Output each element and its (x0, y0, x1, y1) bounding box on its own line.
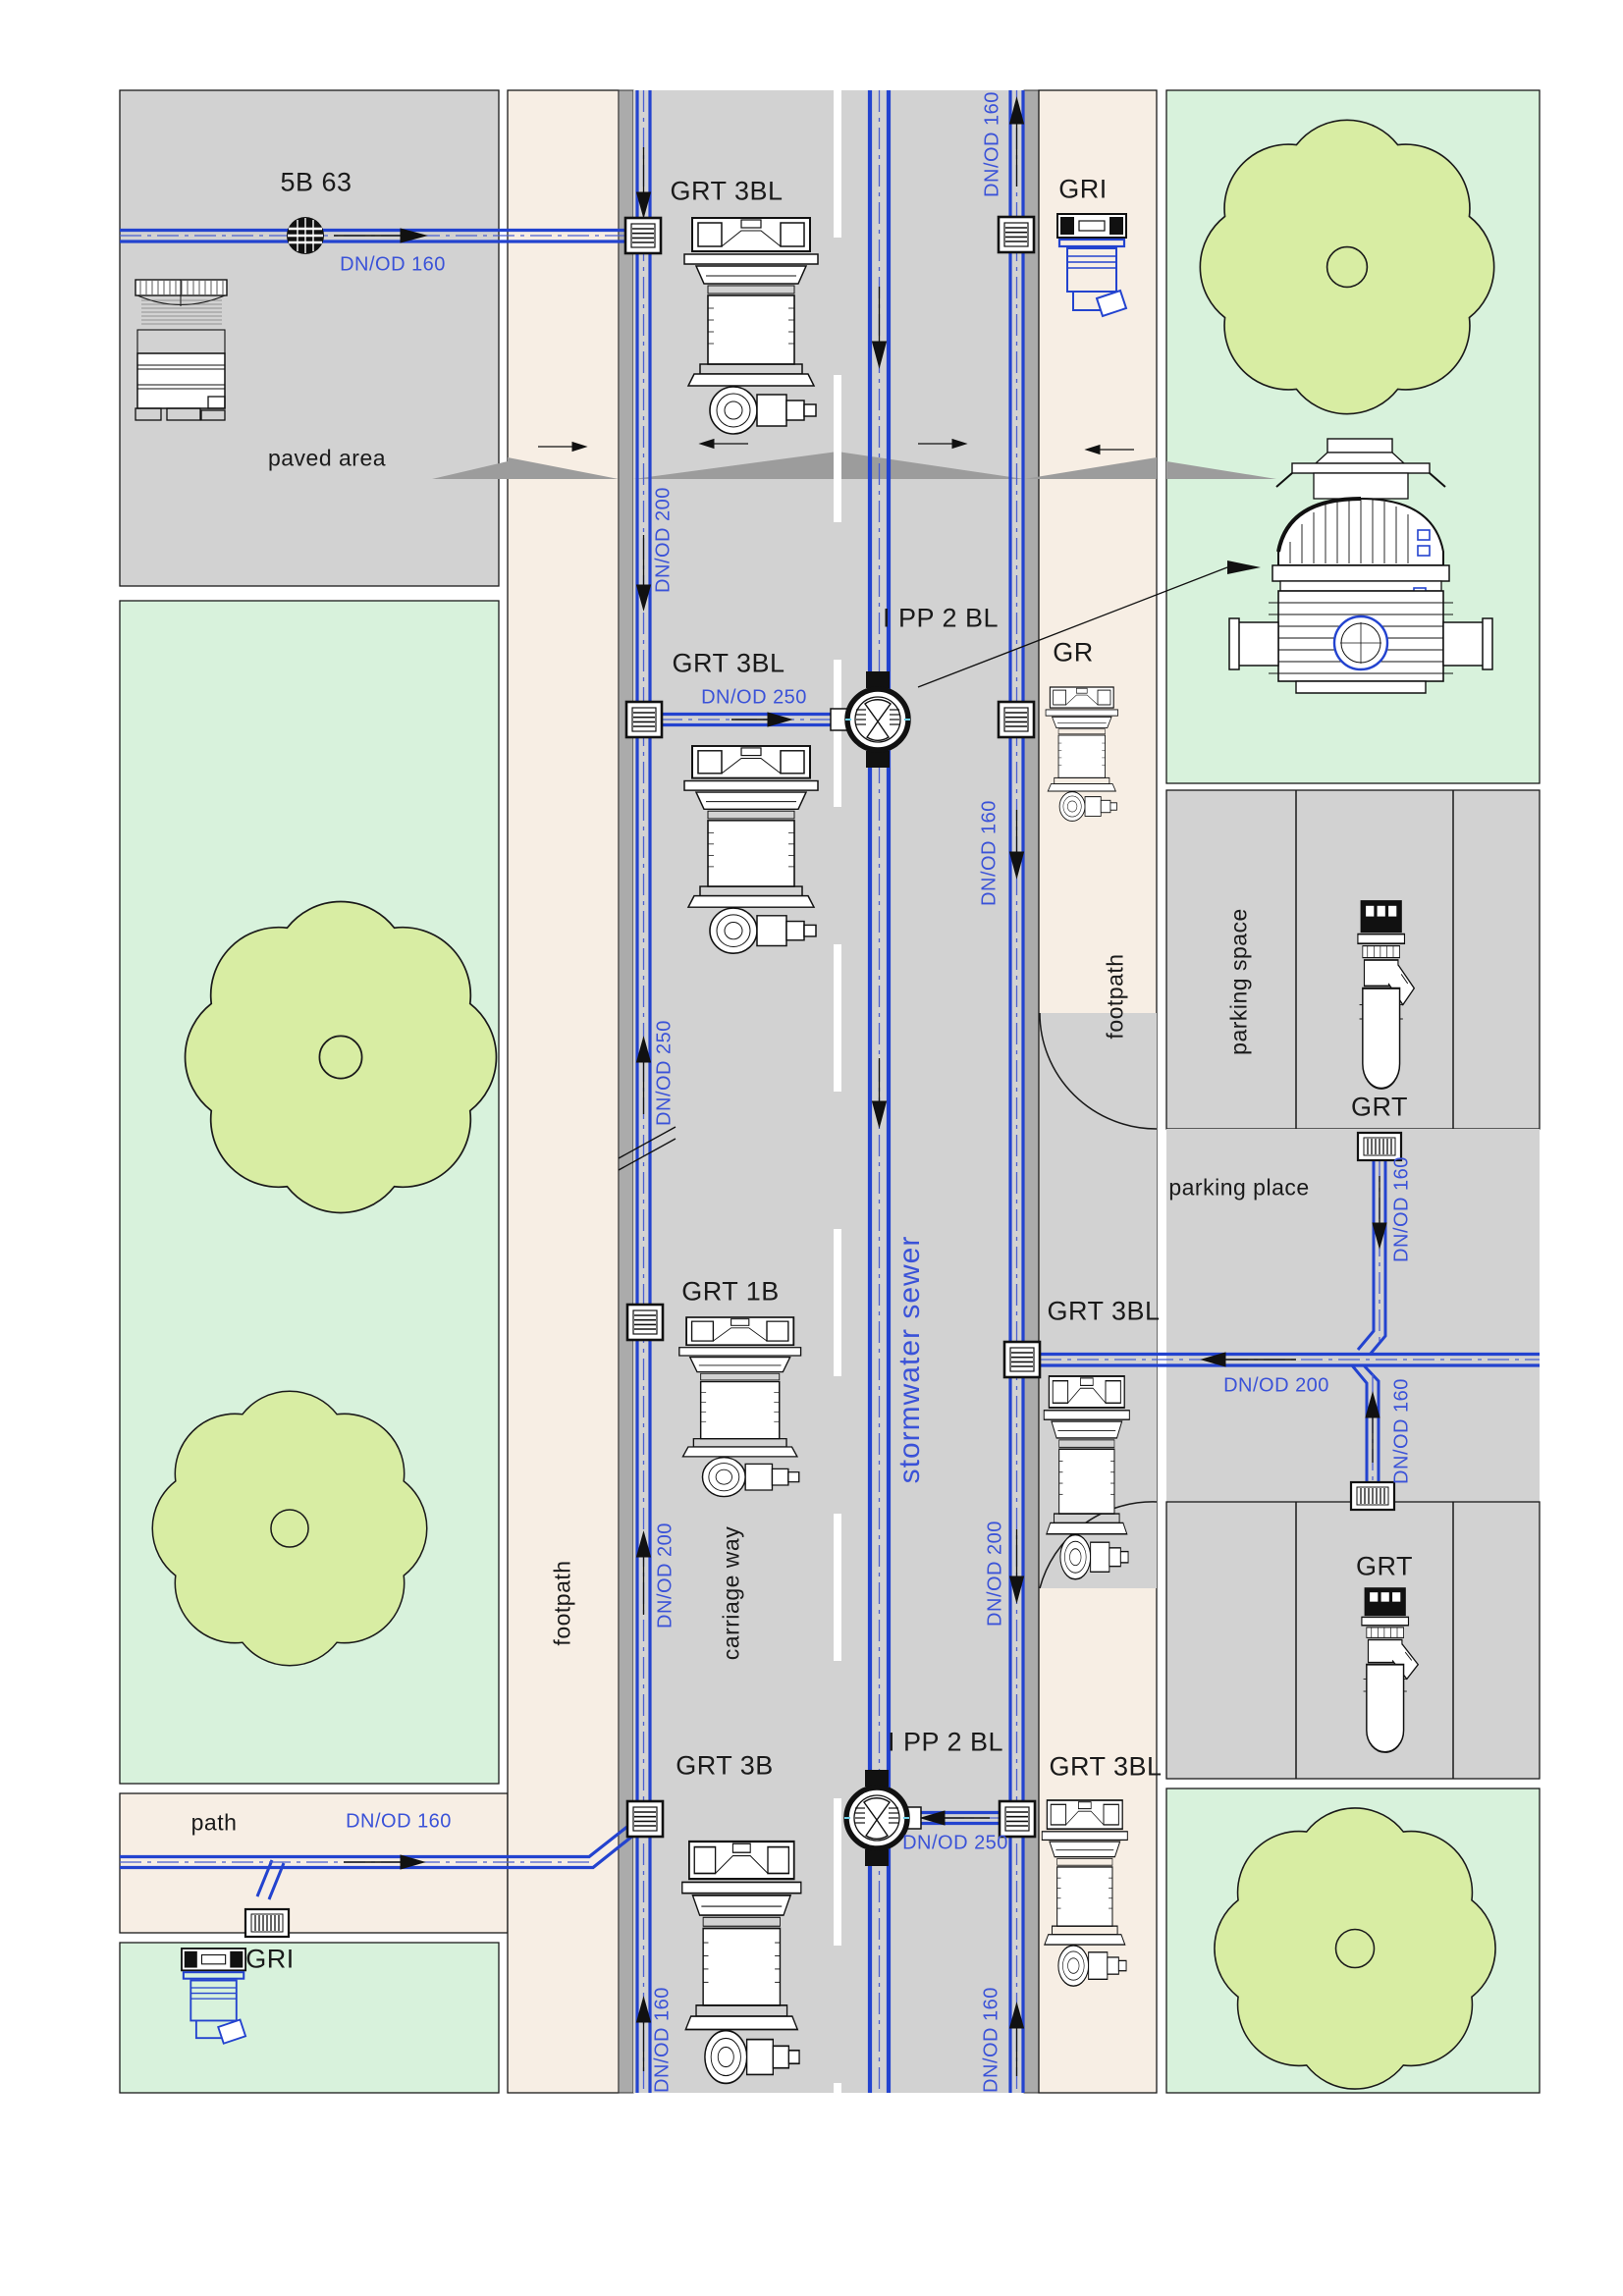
label-grt3bl-bottom-right: GRT 3BL (1049, 1751, 1163, 1782)
pipe-label-right-lower: DN/OD 200 (984, 1521, 1006, 1627)
pipe-label-mid-connector: DN/OD 250 (701, 686, 807, 709)
label-parking-place: parking place (1168, 1174, 1310, 1201)
grate-road-mid-left (624, 700, 664, 739)
label-grt1b: GRT 1B (681, 1276, 780, 1307)
label-footpath-right: footpath (1102, 953, 1128, 1040)
flow-arrows (334, 96, 1387, 2076)
label-footpath-left: footpath (549, 1560, 575, 1646)
manhole-ipp2bl-top (830, 671, 910, 768)
label-grt3bl-top: GRT 3BL (670, 176, 784, 206)
label-ipp2bl-bottom: I PP 2 BL (887, 1727, 1004, 1757)
speed-bump (432, 452, 1276, 479)
label-grt3b: GRT 3B (676, 1750, 774, 1781)
grate-path-gri (243, 1907, 291, 1939)
pipes (120, 90, 1540, 2093)
pipe-label-left-mid: DN/OD 250 (653, 1020, 676, 1126)
chamber-detail-drawing (1228, 438, 1493, 694)
pipe-label-parking-lower: DN/OD 160 (1390, 1378, 1413, 1484)
pipe-break-symbol (618, 1126, 676, 1171)
tree-top-right (1199, 119, 1495, 415)
area-road (618, 89, 1040, 2094)
detail-leader-line (917, 561, 1261, 688)
grate-road-top-right (997, 215, 1036, 254)
tree-left-lower (151, 1390, 428, 1667)
grate-junction (1002, 1340, 1042, 1379)
label-gr: GR (1053, 637, 1094, 667)
soakaway-detail (135, 279, 228, 421)
label-carriage-way: carriage way (718, 1525, 744, 1661)
area-path-band (119, 1792, 509, 1934)
label-gri-bottom: GRI (245, 1944, 295, 1974)
label-grt3bl-mid: GRT 3BL (672, 648, 785, 678)
label-grt-parking-bottom: GRT (1355, 1551, 1414, 1581)
label-stormwater-sewer: stormwater sewer (893, 1235, 926, 1484)
label-ipp2bl-top: I PP 2 BL (882, 603, 1000, 633)
label-gri-top: GRI (1058, 174, 1108, 204)
area-footpath-left (507, 89, 620, 2094)
pipe-label-parking-upper: DN/OD 160 (1390, 1156, 1413, 1262)
pipe-label-right-mid: DN/OD 160 (978, 800, 1001, 906)
label-paved-area: paved area (267, 445, 387, 471)
label-parking-space: parking space (1225, 908, 1252, 1055)
pipe-label-left-upper: DN/OD 200 (652, 487, 675, 593)
grate-road-grt1b (625, 1303, 665, 1342)
manhole-ipp2bl-bottom (844, 1770, 922, 1866)
pipe-label-path-bottom: DN/OD 160 (346, 1810, 452, 1833)
grate-road-grt3b (625, 1799, 665, 1839)
traffic-arrows (538, 438, 1134, 455)
label-path: path (190, 1809, 238, 1836)
pipe-label-left-bottom: DN/OD 160 (651, 1987, 674, 2093)
tree-bottom-right (1214, 1807, 1496, 2090)
pipe-label-right-top: DN/OD 160 (981, 91, 1003, 197)
grate-road-mid-right (997, 700, 1036, 739)
area-parking-row-bottom (1165, 1501, 1541, 1780)
pipe-label-bottom-connector: DN/OD 250 (902, 1832, 1008, 1854)
pipe-label-parking-junction: DN/OD 200 (1223, 1374, 1329, 1397)
area-paved-area (119, 89, 500, 587)
label-5b63: 5B 63 (280, 167, 352, 197)
pipe-label-right-bottom: DN/OD 160 (980, 1987, 1002, 2093)
area-parking-row-top (1165, 789, 1541, 1130)
pipe-label-left-lower: DN/OD 200 (654, 1522, 676, 1629)
label-grt-parking-top: GRT (1350, 1092, 1409, 1122)
round-drain-5b63 (287, 217, 324, 254)
tree-left-upper (184, 900, 498, 1214)
label-grt3bl-right: GRT 3BL (1047, 1296, 1161, 1326)
pipe-label-top-path: DN/OD 160 (340, 253, 446, 276)
grate-road-top-left (623, 216, 663, 255)
grate-parking-bottom (1349, 1480, 1396, 1512)
area-lawn-left-bottom (119, 1942, 500, 2094)
